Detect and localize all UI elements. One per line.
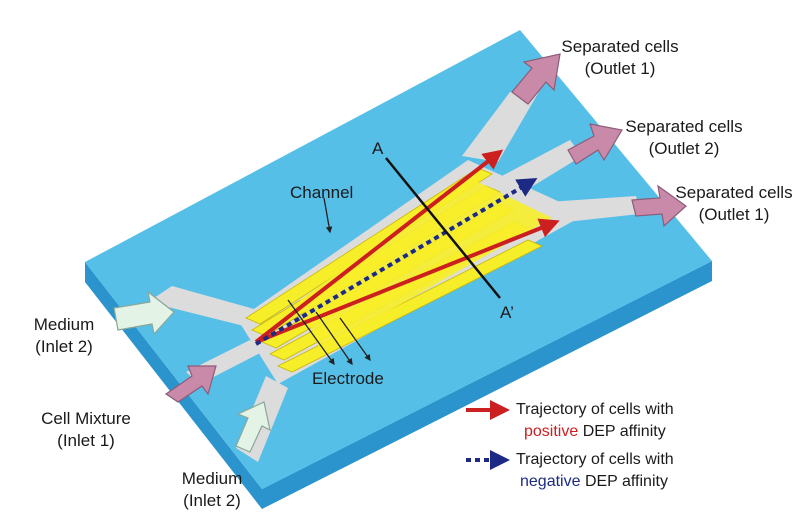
electrode-strip	[277, 239, 543, 373]
inlet-cell-arrow	[164, 365, 217, 403]
diagram-labels: Separated cells (Outlet 1) Separated cel…	[34, 37, 793, 510]
legend-negative-line1: Trajectory of cells with	[516, 451, 674, 468]
legend-negative-line2: negative DEP affinity	[520, 473, 668, 490]
outlet-right-label-line1: Separated cells	[675, 183, 792, 202]
outlet-right-label-line2: (Outlet 1)	[699, 205, 770, 224]
legend-positive-line2: positive DEP affinity	[524, 423, 666, 440]
trajectories	[254, 149, 560, 346]
inlet-upper-label-line2: (Inlet 2)	[35, 337, 93, 356]
inlet-cell-label-line2: (Inlet 1)	[57, 431, 115, 450]
inlet-upper-channel	[148, 286, 265, 328]
outlet-top-label-line1: Separated cells	[561, 37, 678, 56]
inlet-lower-label-line1: Medium	[182, 469, 242, 488]
outlet-mid-arrow	[567, 123, 623, 165]
legend-negative-rest: DEP affinity	[581, 473, 668, 490]
outlet-mid-label-line1: Separated cells	[625, 117, 742, 136]
section-start-label: A	[372, 139, 384, 158]
pointer-lines	[287, 197, 371, 366]
outlet-top-channel	[462, 90, 540, 162]
legend-positive-highlight: positive	[524, 423, 578, 440]
electrode-label: Electrode	[312, 369, 384, 388]
outlet-top-arrow	[511, 53, 561, 105]
electrode-pointer	[287, 299, 335, 366]
section-end-label: A’	[500, 303, 514, 322]
outlet-top-label-line2: (Outlet 1)	[585, 59, 656, 78]
outlet-right-arrow	[631, 184, 687, 228]
cross-section-line	[385, 157, 501, 299]
inlet-lower-label-line2: (Inlet 2)	[183, 491, 241, 510]
positive-trajectory-upper	[254, 149, 504, 344]
outlet-right-channel	[548, 196, 640, 222]
channel-label: Channel	[290, 183, 353, 202]
positive-trajectory-lower	[255, 218, 560, 344]
outlet-mid-label-line2: (Outlet 2)	[649, 139, 720, 158]
legend: Trajectory of cells with positive DEP af…	[466, 400, 674, 490]
electrode-pointer	[339, 317, 371, 362]
electrode-pad	[300, 178, 552, 350]
electrode-pointer	[315, 311, 353, 366]
legend-positive-rest: DEP affinity	[578, 423, 665, 440]
inlet-upper-arrow	[113, 290, 175, 336]
chip-front-face	[262, 261, 712, 509]
inlet-lower-arrow	[235, 401, 271, 453]
legend-negative-highlight: negative	[520, 473, 581, 490]
legend-positive-line1: Trajectory of cells with	[516, 401, 674, 418]
inlet-cell-label-line1: Cell Mixture	[41, 409, 131, 428]
channel-pointer	[323, 197, 333, 234]
inlet-upper-label-line1: Medium	[34, 315, 94, 334]
